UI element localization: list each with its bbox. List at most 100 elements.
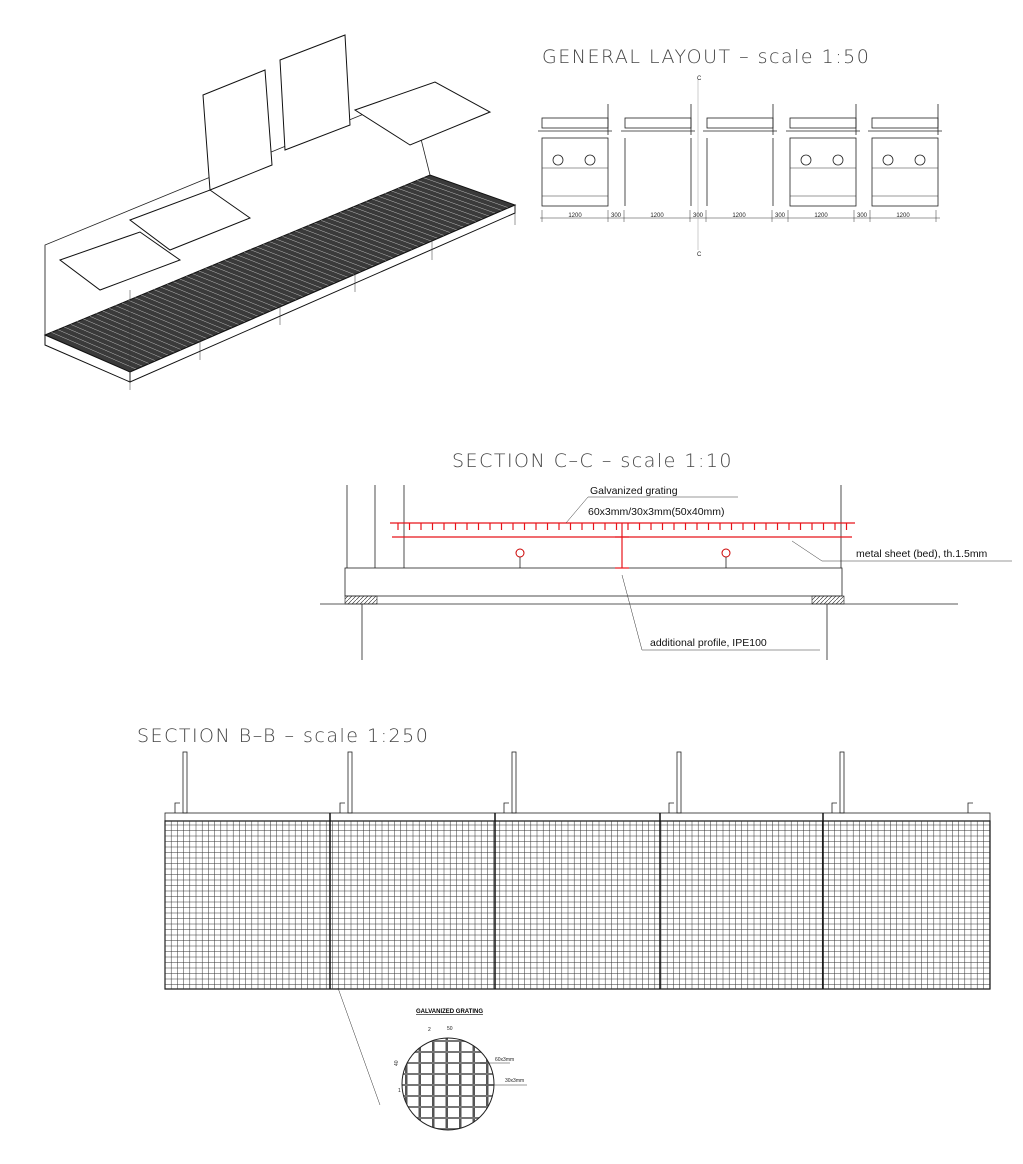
isometric-view <box>43 34 517 390</box>
grating-bar <box>327 217 413 250</box>
grating-bar <box>365 201 451 234</box>
plan-unit <box>621 104 695 206</box>
post <box>347 751 353 814</box>
bar-cross-label: 30x3mm <box>505 1078 524 1084</box>
grating-bar <box>179 278 265 314</box>
dimension-label: 300 <box>857 213 868 219</box>
grating-bar <box>333 214 419 247</box>
grating-bar <box>256 246 342 281</box>
grating-bar <box>153 289 240 325</box>
callout-additional-profile: additional profile, IPE100 <box>650 637 767 649</box>
dimension-label: 1200 <box>896 213 910 219</box>
grating-bar <box>372 198 458 231</box>
grating-bar <box>57 329 143 367</box>
dimension-label: 1200 <box>568 213 582 219</box>
grating-bar <box>160 286 246 323</box>
grating-bar <box>166 284 253 320</box>
grating-bar <box>346 209 432 242</box>
callout-grating-spec: 60x3mm/30x3mm(50x40mm) <box>588 506 725 518</box>
detail-circle <box>401 1037 495 1131</box>
grating-bar <box>307 225 394 259</box>
callout-grating-title: Galvanized grating <box>590 485 678 497</box>
bar-main-label: 60x3mm <box>495 1057 514 1063</box>
dimension-label: 1200 <box>814 213 828 219</box>
grating-bar <box>378 196 464 228</box>
plan-unit <box>868 104 942 207</box>
post <box>182 751 188 814</box>
grating-bar <box>109 308 195 345</box>
plan-unit <box>703 104 777 206</box>
grating-bar <box>391 190 477 222</box>
plan-unit <box>786 104 860 207</box>
grating-bar <box>417 180 503 211</box>
grating-bar <box>70 324 156 362</box>
grating-bar <box>134 297 220 334</box>
grating-bar <box>76 321 163 359</box>
grating-bar <box>186 276 272 311</box>
grating-bar <box>64 326 150 364</box>
grating-bar <box>384 193 471 225</box>
grating-bar <box>263 244 349 278</box>
dimension-label: 1200 <box>732 213 746 219</box>
grating-bar <box>301 228 387 261</box>
grating-bar <box>282 236 368 270</box>
section-marker-top: C <box>697 76 702 82</box>
pitch-x-label: 50 <box>447 1026 453 1032</box>
grating-bar <box>89 316 176 353</box>
hob-unit-3 <box>353 81 492 146</box>
section-bb-title: SECTION B–B – scale 1:250 <box>137 725 429 747</box>
grating-bar <box>141 294 227 331</box>
dimension-label: 1200 <box>650 213 664 219</box>
grating-bar <box>275 238 362 273</box>
hood-1 <box>202 69 273 191</box>
detail-marker-1: 1 <box>398 1088 401 1094</box>
grating-bar <box>192 273 278 309</box>
grating-bar <box>102 310 188 348</box>
grating-bar <box>121 302 208 339</box>
grating-bar <box>288 233 374 267</box>
grating-bar <box>230 257 317 292</box>
detail-marker-2: 2 <box>428 1027 431 1033</box>
grating-bar <box>224 260 310 295</box>
plan-unit <box>538 104 612 207</box>
hob-unit-2 <box>128 189 252 251</box>
post <box>676 751 682 814</box>
grating-bar <box>423 177 509 209</box>
grating-bar <box>237 254 323 289</box>
general-layout-title: GENERAL LAYOUT – scale 1:50 <box>542 46 870 68</box>
grating-bar <box>410 182 496 214</box>
section-bb-drawing <box>164 751 991 990</box>
section-cc-drawing <box>320 485 1012 660</box>
grating-bar <box>51 332 137 370</box>
grating-bar <box>295 230 381 264</box>
grating-bar <box>147 292 233 328</box>
grating-bar <box>198 270 285 306</box>
grating-bar <box>250 249 336 284</box>
grating-bar <box>243 252 330 286</box>
section-cc-title: SECTION C–C – scale 1:10 <box>452 450 733 472</box>
grating-bar <box>404 185 490 217</box>
grating-bar <box>205 268 291 303</box>
grating-bar <box>83 318 169 356</box>
grating-bar <box>359 204 445 236</box>
grating-bar <box>211 265 297 300</box>
callout-metal-sheet: metal sheet (bed), th.1.5mm <box>856 548 988 560</box>
dimension-label: 300 <box>611 213 622 219</box>
grating-bar <box>128 300 214 337</box>
hob-unit-1 <box>58 231 182 291</box>
grating-detail-mesh <box>402 1038 494 1130</box>
hood-2 <box>279 34 351 151</box>
post <box>511 751 517 814</box>
grating-bar <box>340 212 426 245</box>
grating-detail-title: GALVANIZED GRATING <box>416 1009 483 1015</box>
grating-bar <box>397 188 484 220</box>
grating-bar <box>96 313 182 350</box>
grating-bar <box>173 281 259 317</box>
grating-bar <box>352 206 439 239</box>
pitch-y-label: 40 <box>394 1060 400 1066</box>
grating-bar <box>320 220 407 253</box>
dimension-label: 300 <box>775 213 786 219</box>
post <box>839 751 845 814</box>
